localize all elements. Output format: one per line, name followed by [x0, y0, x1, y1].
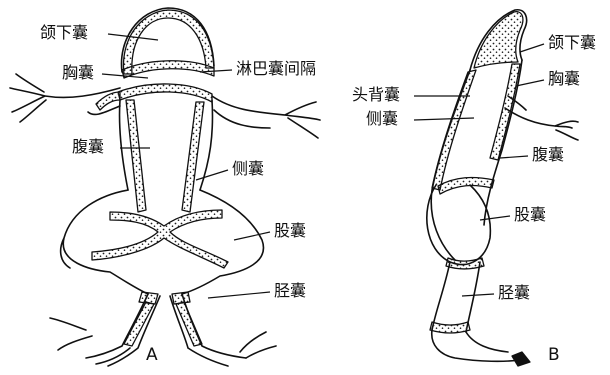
leader-b-shank-sac — [462, 294, 494, 296]
frog-b-dorsal-septum — [432, 70, 476, 190]
frog-a-left-foot — [50, 318, 92, 350]
label-b-lateral-sac: 侧囊 — [366, 110, 398, 128]
caption-b: B — [548, 346, 560, 364]
leader-a-thigh-sac — [234, 232, 270, 240]
frog-a-right-arm — [212, 96, 320, 138]
frog-b-shank — [432, 262, 480, 332]
label-a-lateral-sac: 侧囊 — [232, 160, 264, 178]
leader-b-chest-sac — [516, 80, 544, 86]
frog-b-mid-septum — [438, 178, 494, 194]
label-a-abdominal-sac: 腹囊 — [72, 138, 104, 156]
frog-b-foot-septum — [430, 322, 470, 333]
label-a-chest-sac: 胸囊 — [62, 64, 94, 82]
frog-b-septa — [430, 12, 530, 366]
leader-a-shank-sac — [208, 292, 270, 298]
label-b-thigh-sac: 股囊 — [514, 206, 546, 224]
frog-a-lymph-septum-band — [122, 61, 214, 78]
frog-b-shank-septum — [446, 258, 484, 269]
frog-a-body-left — [119, 100, 128, 190]
label-b-head-dorsal-sac: 头背囊 — [352, 86, 400, 104]
frog-a-left-abd-septum — [126, 100, 146, 212]
label-b-jaw-sac: 颌下囊 — [548, 34, 596, 52]
label-a-shank-sac: 胫囊 — [274, 282, 306, 300]
leader-b-jaw-sac — [520, 44, 544, 52]
frog-b-foot — [432, 330, 520, 361]
label-a-lymph-septum: 淋巴囊间隔 — [236, 60, 316, 78]
frog-a-lower-x-septum — [92, 210, 228, 268]
label-a-jaw-sac: 颌下囊 — [40, 24, 88, 42]
leader-b-abdominal-sac — [500, 156, 528, 158]
frog-b-ventral-septum — [490, 64, 520, 160]
label-a-thigh-sac: 股囊 — [274, 222, 306, 240]
frog-a-right-leg — [182, 190, 263, 294]
label-b-shank-sac: 胫囊 — [498, 284, 530, 302]
frog-b-thigh — [427, 185, 491, 265]
frog-a-left-shank-septum — [124, 302, 154, 346]
frog-b-toe-tip — [512, 352, 530, 366]
label-b-abdominal-sac: 腹囊 — [532, 146, 564, 164]
frog-a-right-foot — [240, 332, 276, 358]
frog-a-right-abd-septum — [182, 102, 204, 212]
caption-a: A — [146, 346, 158, 364]
leader-b-lateral-sac — [414, 118, 474, 120]
leader-a-lateral-sac — [196, 170, 228, 180]
frog-a-chest-septum — [118, 84, 212, 102]
frog-b-front-arm — [505, 108, 578, 140]
label-b-chest-sac: 胸囊 — [548, 70, 580, 88]
frog-a-left-leg — [61, 190, 148, 294]
